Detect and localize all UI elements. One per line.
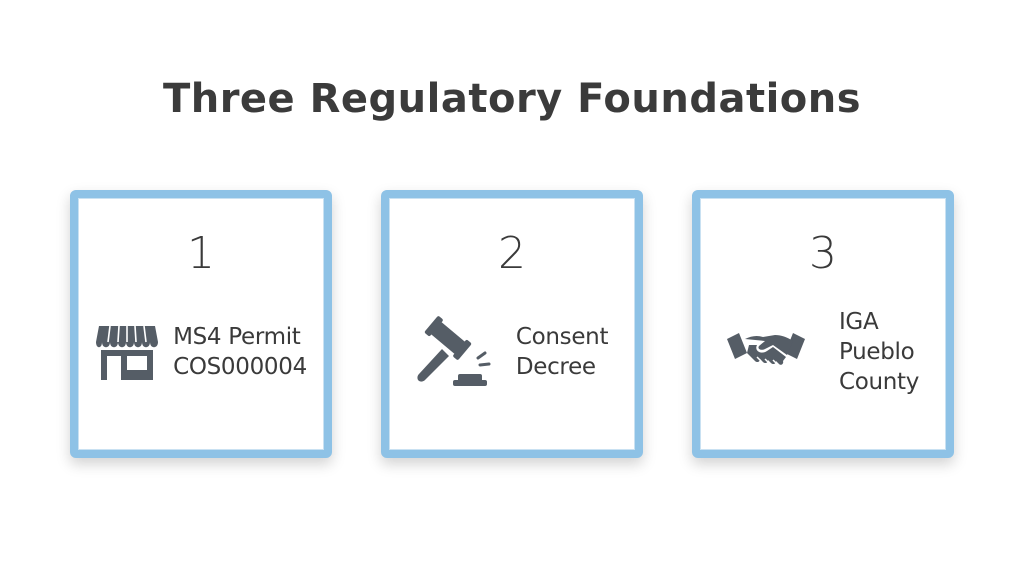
card-text: Consent Decree xyxy=(515,322,609,382)
page-title: Three Regulatory Foundations xyxy=(162,76,862,122)
handshake-icon xyxy=(726,327,805,377)
card-text-line: IGA xyxy=(838,309,879,335)
card-text-line: Pueblo xyxy=(838,339,915,365)
foundation-card-3: 3 IGA xyxy=(692,190,954,458)
card-text-line: COS000004 xyxy=(173,354,307,380)
storefront-icon xyxy=(95,322,159,382)
card-body: IGA Pueblo County xyxy=(700,304,946,400)
card-text-line: MS4 Permit xyxy=(173,324,301,350)
card-body: MS4 Permit COS000004 xyxy=(78,304,324,400)
foundation-card-2: 2 xyxy=(381,190,643,458)
card-text-line: Consent xyxy=(515,324,609,350)
card-number: 3 xyxy=(809,228,837,279)
card-number: 2 xyxy=(498,228,526,279)
card-text-line: Decree xyxy=(515,354,596,380)
card-number: 1 xyxy=(187,228,215,279)
card-text: IGA Pueblo County xyxy=(839,307,919,397)
card-body: Consent Decree xyxy=(389,304,635,400)
card-text: MS4 Permit COS000004 xyxy=(173,322,307,382)
foundation-card-1: 1 MS4 Permit xyxy=(70,190,332,458)
card-text-line: County xyxy=(838,369,920,395)
gavel-icon xyxy=(416,316,494,388)
